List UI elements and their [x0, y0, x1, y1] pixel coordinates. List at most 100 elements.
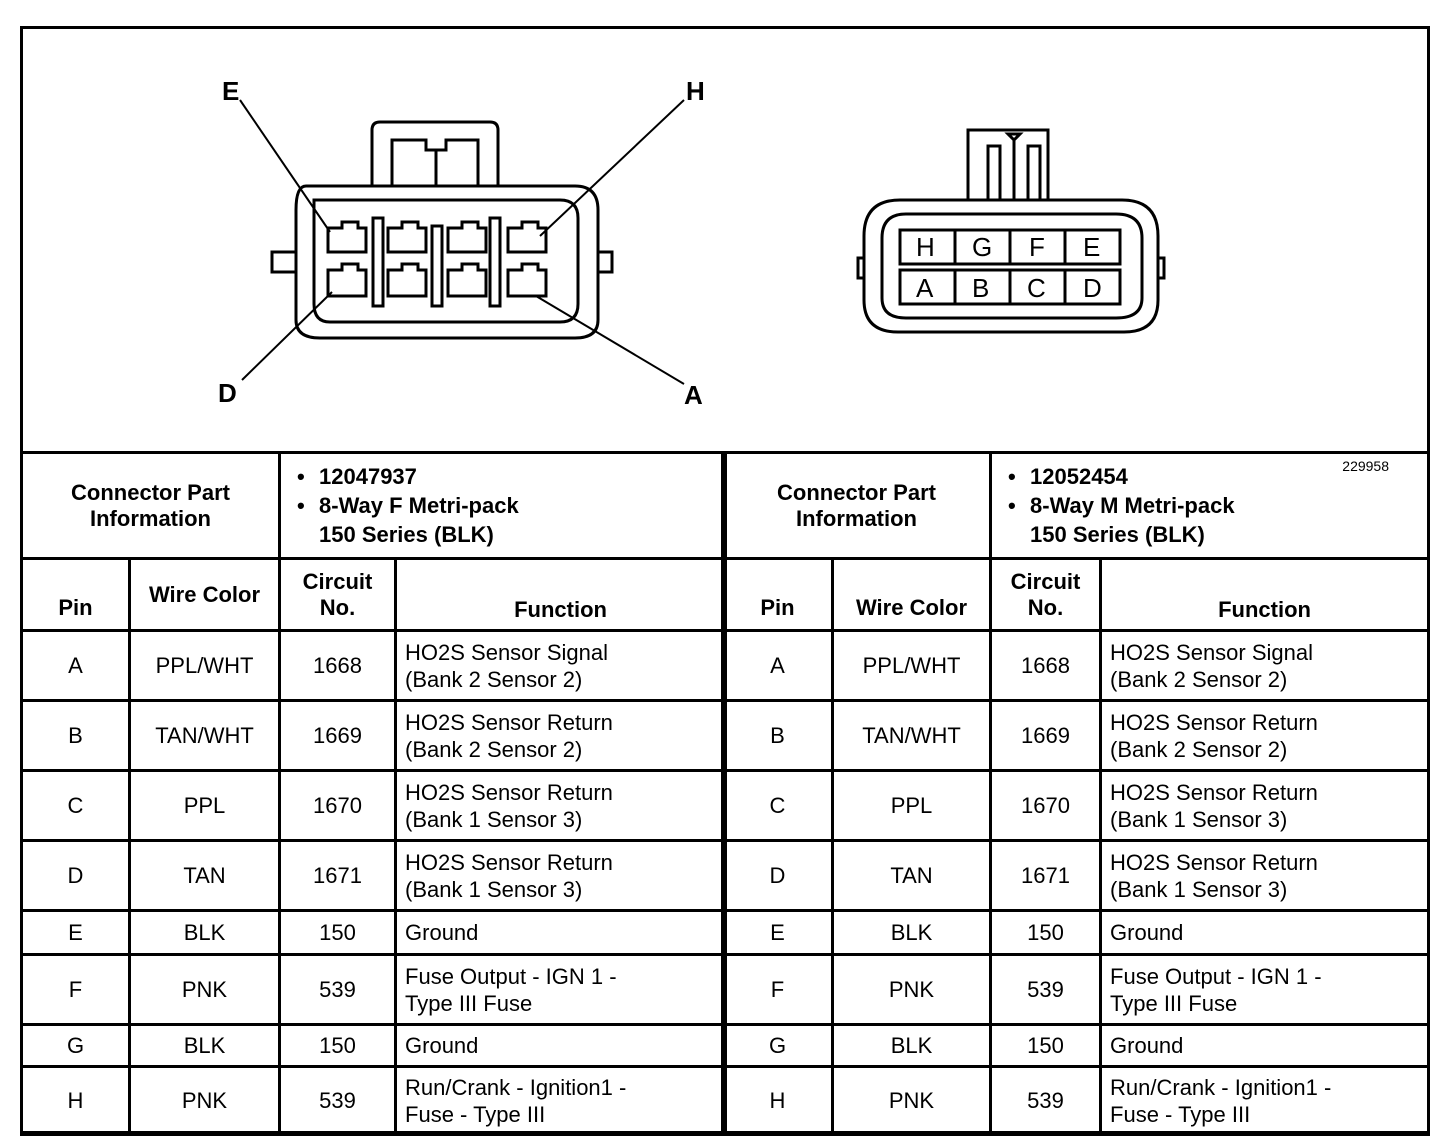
function-cell: HO2S Sensor Return(Bank 2 Sensor 2) — [394, 699, 728, 772]
function-cell: Fuse Output - IGN 1 -Type III Fuse — [394, 953, 728, 1026]
wire-cell: BLK — [127, 1023, 282, 1068]
col-header-pin: Pin — [20, 557, 131, 632]
function-cell: HO2S Sensor Return(Bank 1 Sensor 3) — [394, 839, 728, 912]
connector-drawings: E H D A H G F E A B C D — [218, 76, 1166, 410]
right-pinout-table: Connector Part Information •12052454 •8-… — [720, 451, 1431, 1136]
cavity-label-d: D — [1083, 273, 1102, 303]
left-pinout-table: Connector Part Information •12047937 •8-… — [19, 451, 728, 1136]
cavity-label-e: E — [1083, 232, 1100, 262]
wire-cell: TAN — [127, 839, 282, 912]
connector-info-label: Connector Part Information — [720, 451, 993, 560]
col-header-function: Function — [1099, 557, 1431, 632]
part-number: 12052454 — [1030, 464, 1128, 489]
cavity-label-b: B — [972, 273, 989, 303]
circuit-cell: 1668 — [989, 629, 1103, 702]
wire-cell: PNK — [830, 1065, 993, 1136]
function-cell: Ground — [394, 1023, 728, 1068]
cavity-label-g: G — [972, 232, 992, 262]
callout-label-a: A — [684, 380, 703, 410]
cavity-label-f: F — [1029, 232, 1045, 262]
circuit-cell: 1671 — [989, 839, 1103, 912]
column-header-row: Pin Wire Color Circuit No. Function — [721, 557, 1431, 632]
function-cell: HO2S Sensor Return(Bank 2 Sensor 2) — [1099, 699, 1431, 772]
function-cell: Ground — [394, 909, 728, 956]
part-description: 8-Way M Metri-pack — [1030, 493, 1235, 518]
pin-cell: A — [20, 629, 131, 702]
column-header-row: Pin Wire Color Circuit No. Function — [20, 557, 728, 632]
circuit-cell: 1670 — [278, 769, 398, 842]
col-header-wire-color: Wire Color — [830, 557, 993, 632]
wire-cell: BLK — [830, 1023, 993, 1068]
wire-cell: PPL/WHT — [830, 629, 993, 702]
function-cell: HO2S Sensor Return(Bank 1 Sensor 3) — [1099, 769, 1431, 842]
connector-info-row: Connector Part Information •12052454 •8-… — [720, 451, 1431, 560]
connector-diagram: E H D A H G F E A B C D — [23, 29, 1427, 474]
pin-cell: F — [721, 953, 834, 1026]
function-cell: Run/Crank - Ignition1 -Fuse - Type III — [394, 1065, 728, 1136]
function-cell: Fuse Output - IGN 1 -Type III Fuse — [1099, 953, 1431, 1026]
pin-cell: H — [721, 1065, 834, 1136]
col-header-function: Function — [394, 557, 728, 632]
pin-cell: F — [20, 953, 131, 1026]
connector-part-info: •12047937 •8-Way F Metri-pack 150 Series… — [278, 451, 728, 560]
pin-cell: C — [20, 769, 131, 842]
callout-label-h: H — [686, 76, 705, 106]
circuit-cell: 539 — [278, 953, 398, 1026]
pin-cell: A — [721, 629, 834, 702]
col-header-circuit: Circuit No. — [278, 557, 398, 632]
circuit-cell: 150 — [989, 1023, 1103, 1068]
circuit-cell: 150 — [278, 909, 398, 956]
cavity-label-a: A — [916, 273, 934, 303]
pin-cell: B — [721, 699, 834, 772]
circuit-cell: 1669 — [989, 699, 1103, 772]
pin-cell: E — [20, 909, 131, 956]
function-cell: HO2S Sensor Signal(Bank 2 Sensor 2) — [1099, 629, 1431, 702]
wire-cell: PNK — [127, 953, 282, 1026]
col-header-circuit: Circuit No. — [989, 557, 1103, 632]
wire-cell: TAN — [830, 839, 993, 912]
cavity-label-c: C — [1027, 273, 1046, 303]
function-cell: Run/Crank - Ignition1 -Fuse - Type III — [1099, 1065, 1431, 1136]
circuit-cell: 539 — [989, 1065, 1103, 1136]
cavity-label-h: H — [916, 232, 935, 262]
pin-cell: G — [721, 1023, 834, 1068]
part-description: 8-Way F Metri-pack — [319, 493, 519, 518]
wire-cell: TAN/WHT — [830, 699, 993, 772]
wire-cell: TAN/WHT — [127, 699, 282, 772]
part-series: 150 Series (BLK) — [319, 522, 494, 547]
circuit-cell: 539 — [989, 953, 1103, 1026]
pin-cell: H — [20, 1065, 131, 1136]
wire-cell: BLK — [127, 909, 282, 956]
pin-cell: D — [721, 839, 834, 912]
wire-cell: PNK — [830, 953, 993, 1026]
circuit-cell: 1668 — [278, 629, 398, 702]
col-header-wire-color: Wire Color — [127, 557, 282, 632]
callout-label-d: D — [218, 378, 237, 408]
pin-cell: D — [20, 839, 131, 912]
wire-cell: PNK — [127, 1065, 282, 1136]
right-connector-illustration — [856, 128, 1166, 334]
pin-cell: C — [721, 769, 834, 842]
connector-info-label: Connector Part Information — [19, 451, 282, 560]
function-cell: Ground — [1099, 1023, 1431, 1068]
circuit-cell: 150 — [278, 1023, 398, 1068]
wire-cell: PPL — [127, 769, 282, 842]
circuit-cell: 539 — [278, 1065, 398, 1136]
function-cell: Ground — [1099, 909, 1431, 956]
circuit-cell: 1669 — [278, 699, 398, 772]
left-connector-illustration — [239, 99, 685, 385]
